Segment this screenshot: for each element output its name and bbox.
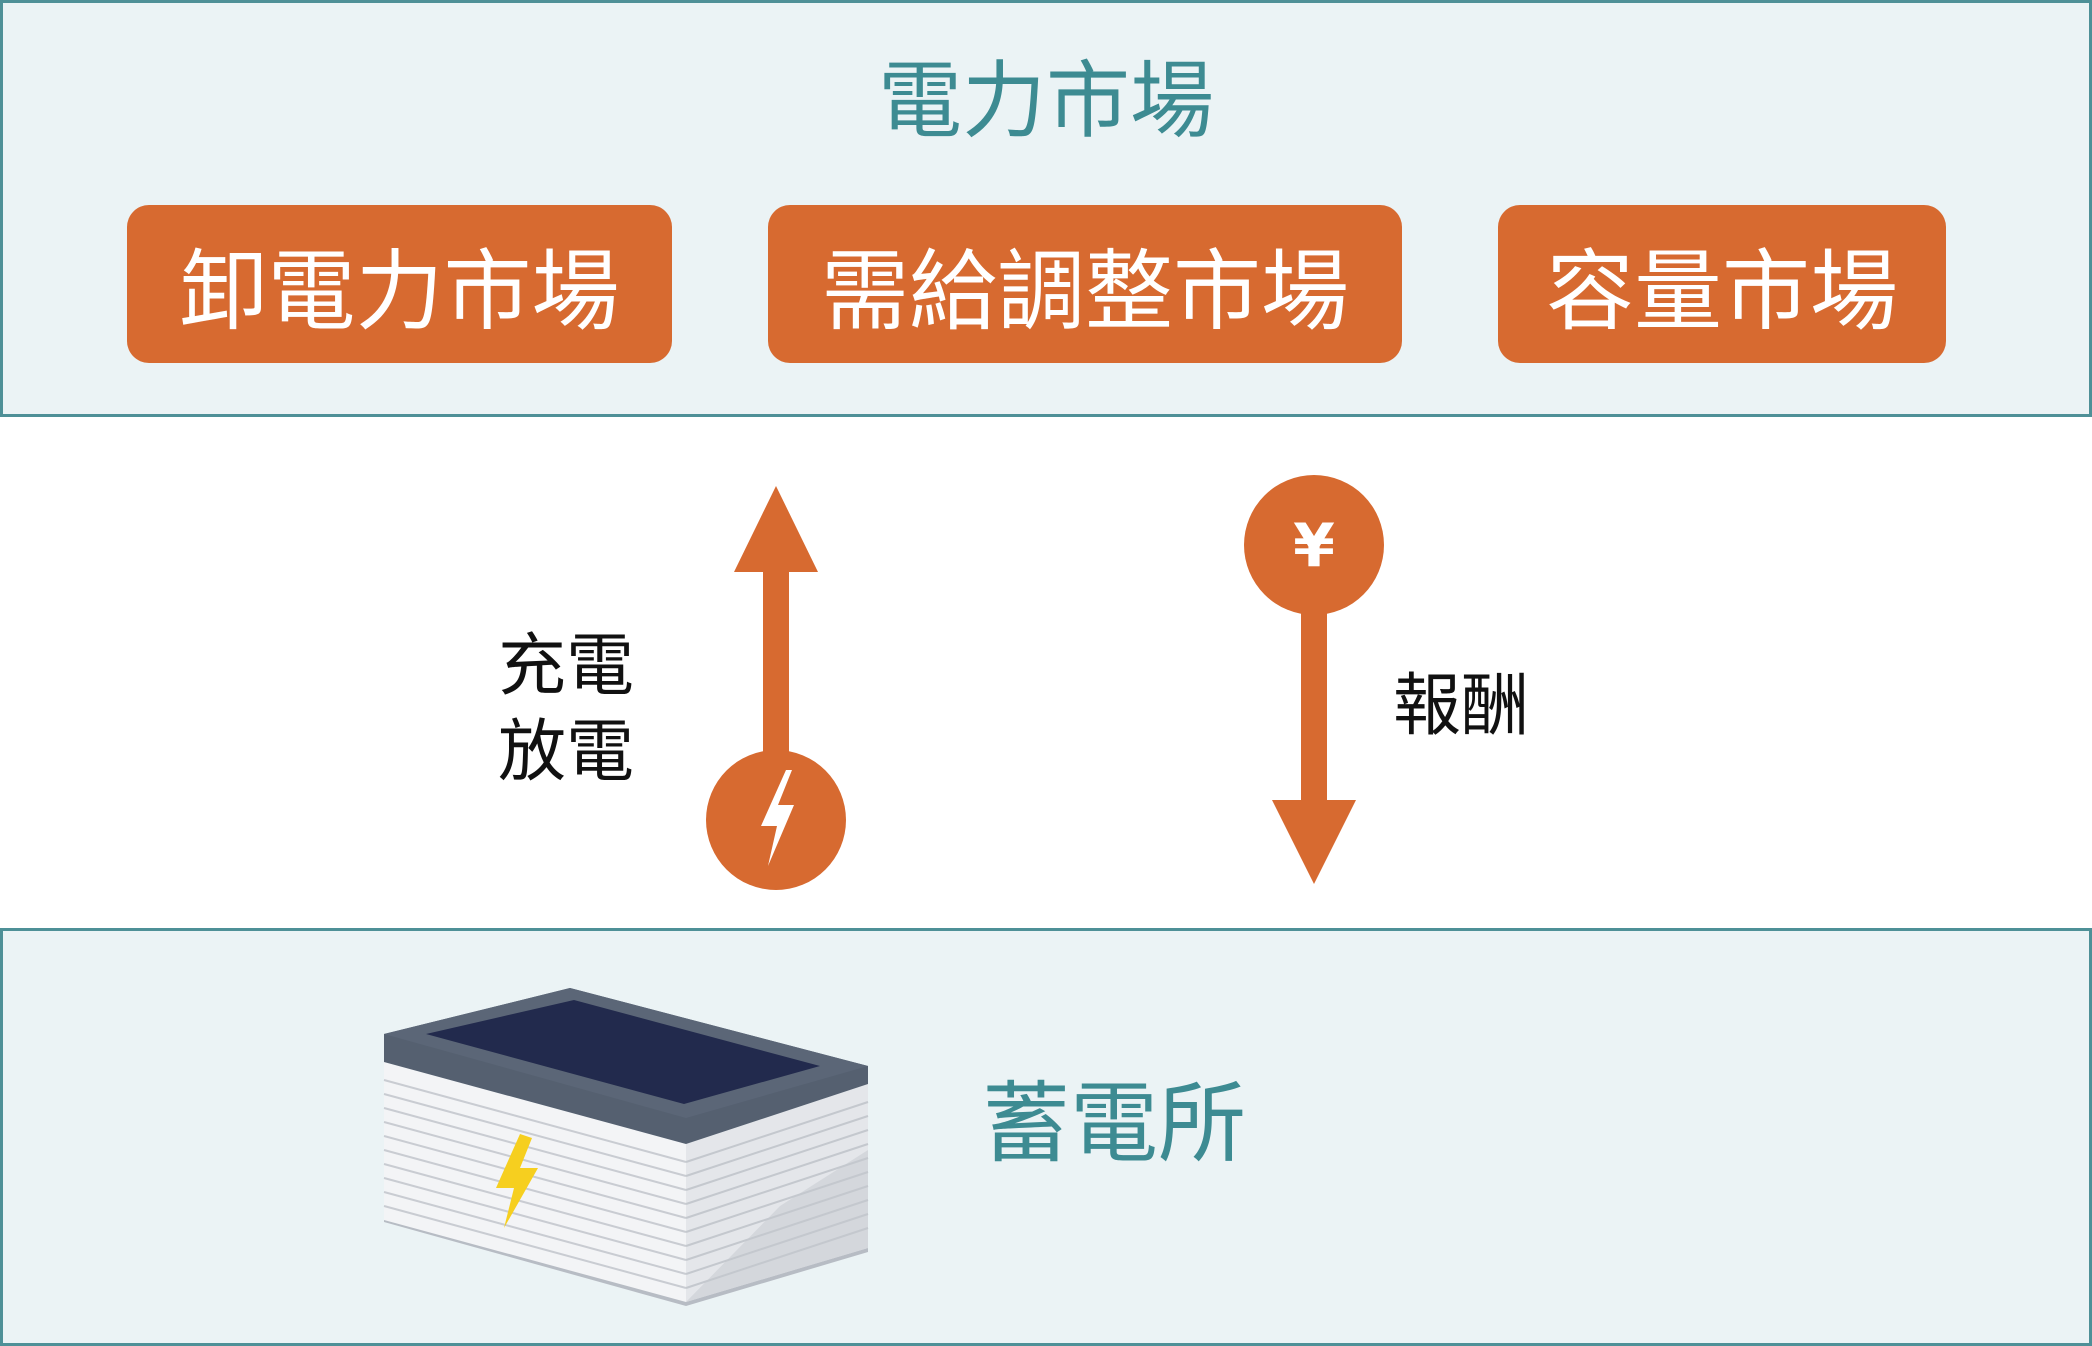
payment-flow-arrow: ¥ — [1244, 475, 1384, 884]
payment-flow-label: 報酬 — [1393, 664, 1529, 750]
storage-station-panel — [0, 928, 2092, 1346]
reward-label: 報酬 — [1393, 667, 1530, 746]
battery-lightning-icon — [496, 1134, 538, 1228]
yen-icon-circle — [1244, 475, 1384, 615]
storage-panel-bg — [0, 928, 2092, 1346]
balancing-market-label: 需給調整市場 — [820, 239, 1349, 343]
charge-label: 充電 — [498, 627, 635, 706]
power-market-panel: 電力市場 卸電力市場 需給調整市場 容量市場 — [0, 0, 2092, 417]
storage-station-label: 蓄電所 — [982, 1072, 1247, 1175]
yen-icon: ¥ — [1293, 511, 1335, 581]
power-market-title: 電力市場 — [877, 52, 1214, 150]
power-flow-arrow — [706, 486, 846, 890]
battery-storage-icon — [383, 988, 869, 1306]
capacity-market-label: 容量市場 — [1545, 239, 1898, 343]
lightning-icon — [761, 770, 794, 866]
balancing-market-box: 需給調整市場 — [768, 205, 1402, 363]
wholesale-market-label: 卸電力市場 — [179, 239, 620, 343]
power-flow-label: 充電 放電 — [498, 624, 634, 796]
capacity-market-box: 容量市場 — [1498, 205, 1946, 363]
discharge-label: 放電 — [498, 713, 635, 792]
wholesale-market-box: 卸電力市場 — [127, 205, 672, 363]
